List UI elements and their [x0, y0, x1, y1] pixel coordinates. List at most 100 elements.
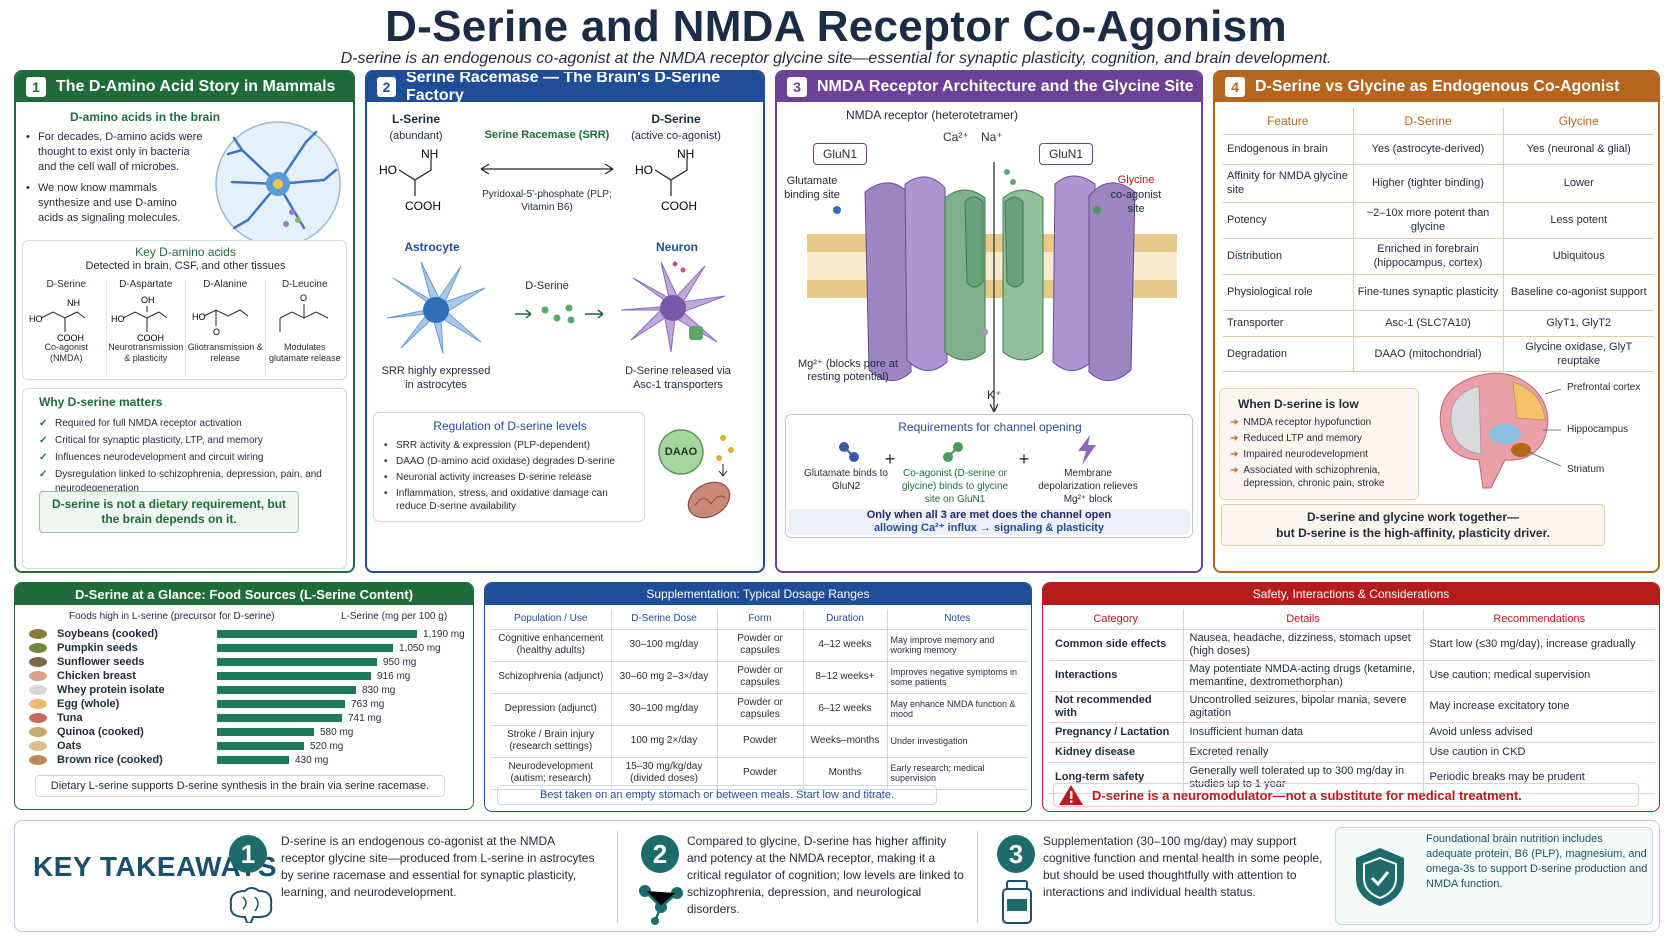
- panel-food-sources: D-Serine at a Glance: Food Sources (L-Se…: [14, 582, 474, 810]
- table-cell: 4–12 weeks: [802, 629, 887, 662]
- acid-role: Neurotransmission & plasticity: [108, 342, 184, 363]
- food-row: Quinoa (cooked)580 mg: [29, 725, 469, 739]
- table-cell: 30–100 mg/day: [610, 693, 717, 726]
- warning-icon: [1059, 785, 1083, 805]
- food-icon: [29, 741, 47, 751]
- low-item-text: Impaired neurodevelopment: [1243, 449, 1368, 460]
- acid-name: D-Alanine: [203, 279, 248, 290]
- table-cell: Depression (adjunct): [491, 693, 611, 726]
- group-label: HO: [111, 314, 125, 324]
- table-cell: Powder or capsules: [716, 629, 803, 662]
- column-header: Duration: [802, 609, 887, 630]
- group-label: HO: [192, 312, 206, 322]
- table-row: Schizophrenia (adjunct)30–60 mg 2–3×/day…: [491, 661, 1027, 694]
- food-note: Dietary L-serine supports D-serine synth…: [35, 775, 445, 797]
- key-takeaways: KEY TAKEAWAYS 1 D-serine is an endogenou…: [14, 820, 1660, 932]
- molecule-icon: [639, 885, 683, 925]
- why-item: Required for full NMDA receptor activati…: [39, 417, 339, 431]
- acid-role: Co-agonist (NMDA): [44, 342, 89, 363]
- d-leucine-structure-icon: O: [279, 293, 328, 332]
- group-label: HO: [379, 163, 397, 177]
- neuron-label: Neuron: [656, 240, 698, 254]
- table-cell: Lower: [1502, 164, 1654, 203]
- table-cell: 30–100 mg/day: [610, 629, 717, 662]
- table-row: Cognitive enhancement (healthy adults)30…: [491, 629, 1027, 662]
- dosage-header-row: Population / Use D-Serine Dose Form Dura…: [491, 609, 1027, 630]
- column-header: Notes: [886, 609, 1027, 630]
- safety-title: Safety, Interactions & Considerations: [1043, 583, 1659, 605]
- bullet-item: For decades, D-amino acids were thought …: [26, 130, 204, 175]
- regulation-item: Inflammation, stress, and oxidative dama…: [384, 487, 640, 513]
- column-header: Feature: [1223, 108, 1353, 135]
- astrocyte-icon: [386, 261, 486, 355]
- warning-text: D-serine is a neuromodulator—not a subst…: [1092, 787, 1522, 803]
- why-item: Critical for synaptic plasticity, LTP, a…: [39, 434, 339, 448]
- brain-label: Hippocampus: [1567, 424, 1629, 435]
- food-column-label: Foods high in L-serine (precursor for D-…: [69, 611, 275, 622]
- channel-requirements-box: Requirements for channel opening Glutama…: [785, 414, 1193, 538]
- divider: [617, 831, 618, 923]
- low-dserine-title: When D-serine is low: [1238, 397, 1359, 411]
- food-icon: [29, 657, 47, 667]
- table-cell: Affinity for NMDA glycine site: [1223, 164, 1353, 203]
- panel-serine-racemase: 2 Serine Racemase — The Brain's D-Serine…: [365, 70, 765, 573]
- table-cell: Common side effects: [1049, 629, 1183, 661]
- shield-check-icon: [1356, 848, 1404, 906]
- glycine-site-label: Glycine: [1117, 174, 1155, 186]
- glutamate-site-label: Glutamate binding site: [784, 175, 840, 201]
- dietary-callout: D-serine is not a dietary requirement, b…: [39, 491, 299, 533]
- neuron-note: D-Serine released via Asc-1 transporters: [625, 365, 731, 391]
- food-bar: [217, 658, 377, 666]
- channel-open-line-2: allowing Ca²⁺ influx → signaling & plast…: [873, 522, 1105, 534]
- group-label: NH: [67, 298, 80, 308]
- requirement-item: Glutamate binds to GluN2: [804, 468, 888, 492]
- food-icon: [29, 629, 47, 639]
- why-d-serine-title: Why D-serine matters: [39, 395, 163, 409]
- takeaway-text: Compared to glycine, D-serine has higher…: [687, 834, 964, 916]
- why-item: Influences neurodevelopment and circuit …: [39, 451, 339, 465]
- food-icon: [29, 671, 47, 681]
- table-cell: Schizophrenia (adjunct): [491, 661, 611, 694]
- table-cell: Ubiquitous: [1502, 238, 1654, 275]
- food-name: Brown rice (cooked): [57, 754, 163, 766]
- food-value: 763 mg: [351, 698, 385, 710]
- l-serine-structure-icon: HO NH COOH: [379, 148, 441, 212]
- group-label: HO: [635, 163, 653, 177]
- column-header: Recommendations: [1422, 609, 1655, 630]
- calcium-ion-label: Ca²⁺: [943, 130, 969, 144]
- low-item-text: NMDA receptor hypofunction: [1243, 417, 1372, 428]
- food-value: 830 mg: [362, 684, 396, 696]
- table-cell: Kidney disease: [1049, 742, 1183, 763]
- table-cell: Cognitive enhancement (healthy adults): [491, 629, 611, 662]
- magnesium-label: Mg²⁺ (blocks pore at resting potential): [798, 358, 898, 383]
- column-header: Population / Use: [491, 609, 611, 630]
- arrow-right-icon: ➔: [1230, 465, 1239, 476]
- d-serine-transit-label: D-Serine: [525, 280, 569, 292]
- table-cell: May enhance NMDA function & mood: [886, 693, 1027, 726]
- panel-1-title-text: The D-Amino Acid Story in Mammals: [56, 78, 336, 95]
- table-cell: May improve memory and working memory: [886, 629, 1027, 662]
- enzyme-label: Serine Racemase (SRR): [484, 129, 610, 141]
- table-cell: Nausea, headache, dizziness, stomach ups…: [1182, 629, 1423, 661]
- acid-d-aspartate: D-Aspartate HO OH COOH Neurotransmission…: [107, 279, 186, 377]
- food-value: 1,050 mg: [399, 642, 441, 654]
- food-bar: [217, 742, 304, 750]
- food-name: Egg (whole): [57, 698, 120, 710]
- low-dserine-box: When D-serine is low ➔ NMDA receptor hypo…: [1219, 388, 1419, 500]
- food-value: 430 mg: [295, 754, 329, 766]
- l-serine-sub: (abundant): [389, 130, 443, 142]
- table-cell: 6–12 weeks: [802, 693, 887, 726]
- acid-role: Modulates glutamate release: [268, 342, 341, 363]
- food-icon: [29, 643, 47, 653]
- table-cell: Distribution: [1223, 238, 1353, 275]
- food-icon: [29, 685, 47, 695]
- table-cell: Powder: [716, 757, 803, 790]
